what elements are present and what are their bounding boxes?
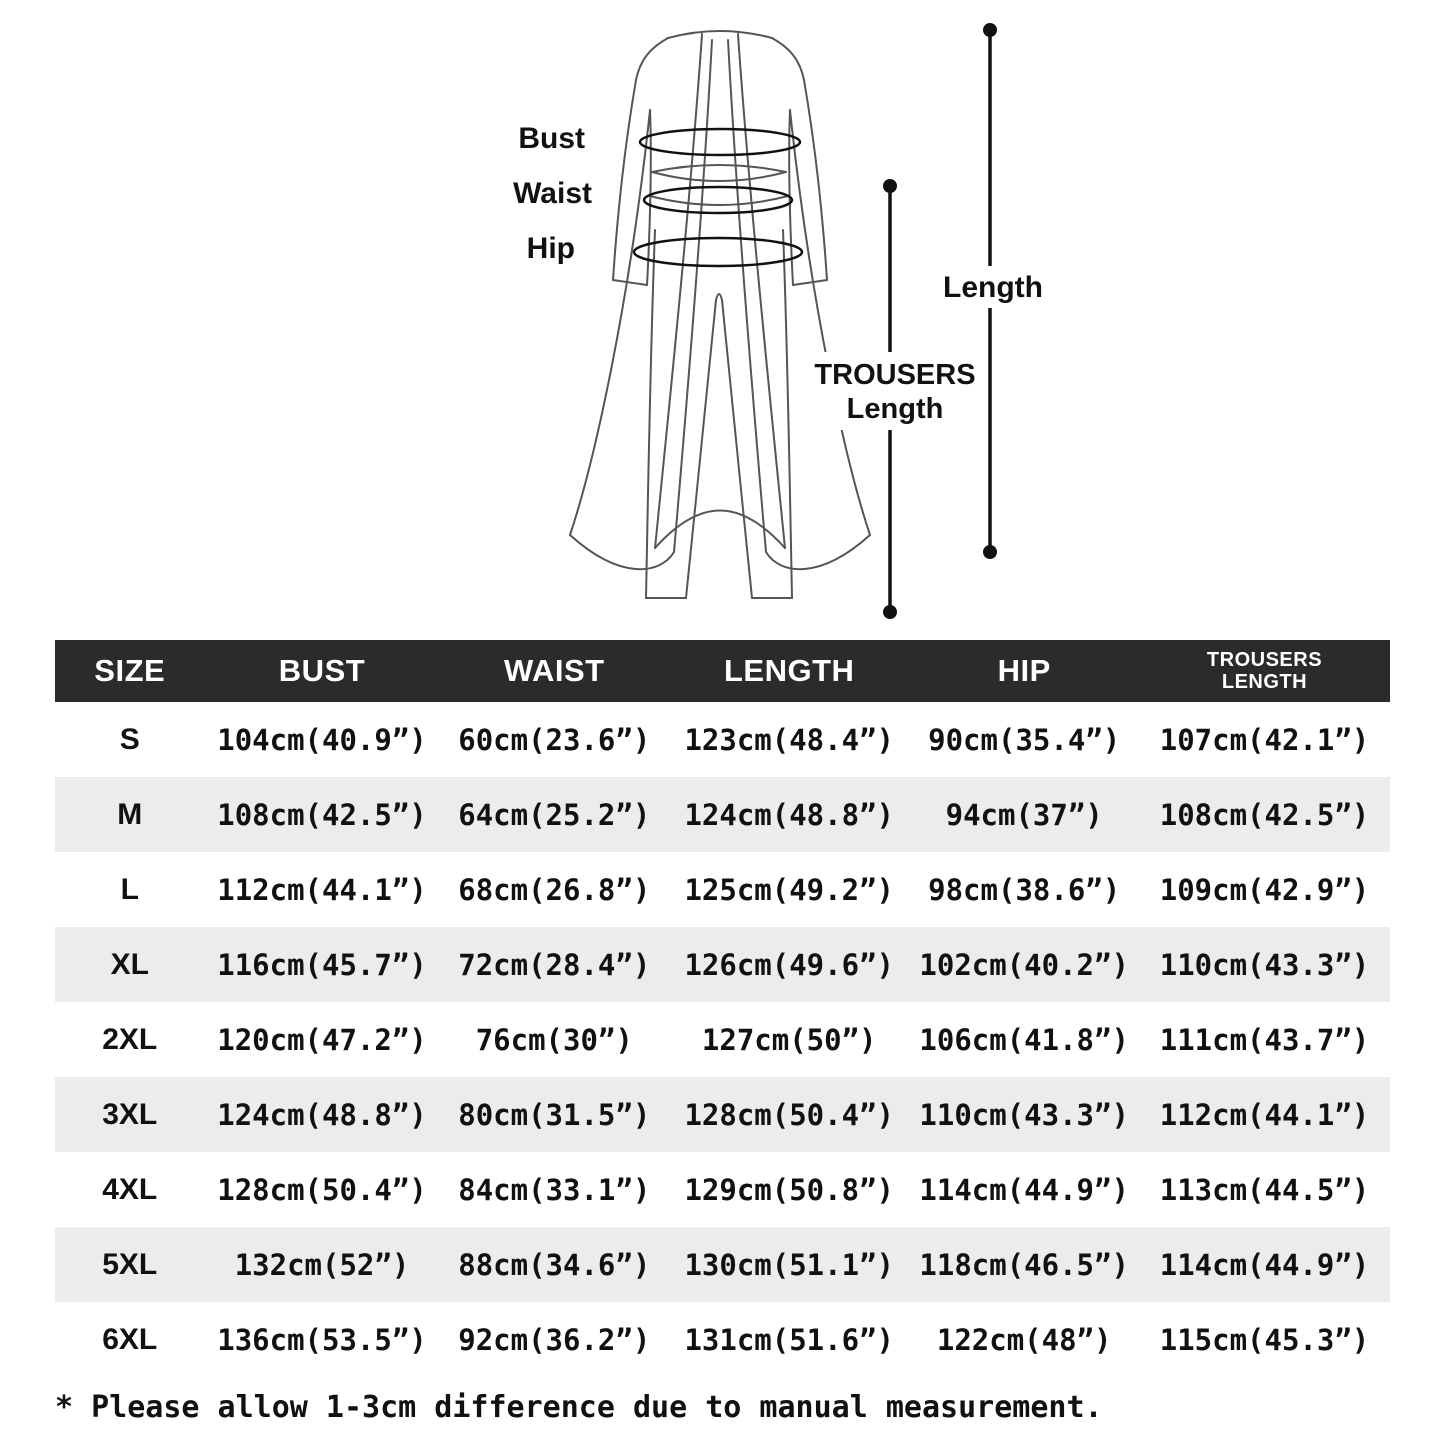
measure-cell: 128cm(50.4”) xyxy=(217,1172,427,1207)
measure-cell: 80cm(31.5”) xyxy=(458,1097,651,1132)
measure-cell: 110cm(43.3”) xyxy=(919,1097,1129,1132)
bust-label: Bust xyxy=(518,122,585,155)
measure-cell: 72cm(28.4”) xyxy=(458,947,651,982)
header-trousers-length: TROUSERS LENGTH xyxy=(1138,640,1390,702)
trousers-length-label-line1: TROUSERS xyxy=(814,359,975,391)
size-cell: 2XL xyxy=(102,1022,158,1056)
measure-cell: 112cm(44.1”) xyxy=(1159,1097,1370,1132)
header-length: LENGTH xyxy=(669,640,910,702)
measure-cell: 111cm(43.7”) xyxy=(1159,1022,1370,1057)
size-cell: 5XL xyxy=(102,1247,158,1281)
table-row: XL 116cm(45.7”) 72cm(28.4”) 126cm(49.6”) 102… xyxy=(55,927,1390,1002)
table-row: M 108cm(42.5”) 64cm(25.2”) 124cm(48.8”) 94cm… xyxy=(55,777,1390,852)
garment-outline-icon xyxy=(569,30,871,599)
size-cell: L xyxy=(120,872,139,906)
measure-cell: 118cm(46.5”) xyxy=(919,1247,1129,1282)
measurement-disclaimer: * Please allow 1-3cm difference due to m… xyxy=(55,1390,1103,1425)
measure-cell: 60cm(23.6”) xyxy=(458,722,651,757)
size-cell: 3XL xyxy=(102,1097,158,1131)
waist-label: Waist xyxy=(513,177,592,210)
measure-cell: 116cm(45.7”) xyxy=(217,947,427,982)
measure-cell: 126cm(49.6”) xyxy=(684,947,894,982)
size-table-body: S 104cm(40.9”) 60cm(23.6”) 123cm(48.4”) 90cm… xyxy=(55,702,1390,1377)
measure-cell: 115cm(45.3”) xyxy=(1159,1322,1370,1357)
waist-ellipse xyxy=(642,185,794,215)
table-row: 6XL 136cm(53.5”) 92cm(36.2”) 131cm(51.6”) 12… xyxy=(55,1302,1390,1377)
measure-cell: 104cm(40.9”) xyxy=(217,722,427,757)
trousers-length-label-line2: Length xyxy=(847,393,944,425)
measure-cell: 114cm(44.9”) xyxy=(919,1172,1129,1207)
measure-cell: 113cm(44.5”) xyxy=(1159,1172,1370,1207)
hip-ellipse xyxy=(632,236,804,268)
header-hip: HIP xyxy=(909,640,1139,702)
measure-cell: 90cm(35.4”) xyxy=(928,722,1121,757)
measure-cell: 106cm(41.8”) xyxy=(919,1022,1129,1057)
size-diagram: Bust Waist Hip Length TROUSERS Length xyxy=(513,23,1048,619)
measure-cell: 110cm(43.3”) xyxy=(1159,947,1370,982)
measure-cell: 88cm(34.6”) xyxy=(458,1247,651,1282)
table-row: 4XL 128cm(50.4”) 84cm(33.1”) 129cm(50.8”) 11… xyxy=(55,1152,1390,1227)
measure-cell: 102cm(40.2”) xyxy=(919,947,1129,982)
length-label: Length xyxy=(943,271,1043,304)
size-cell: S xyxy=(119,722,140,756)
measure-cell: 131cm(51.6”) xyxy=(684,1322,894,1357)
trousers-label-backplate xyxy=(810,352,978,430)
table-header-row: SIZE BUST WAIST LENGTH HIP TROUSERS LENG… xyxy=(55,640,1390,702)
header-trousers-line2: LENGTH xyxy=(1221,671,1308,693)
measure-cell: 112cm(44.1”) xyxy=(217,872,427,907)
measure-cell: 124cm(48.8”) xyxy=(217,1097,427,1132)
measure-cell: 94cm(37”) xyxy=(945,797,1103,832)
measure-cell: 84cm(33.1”) xyxy=(458,1172,651,1207)
measure-cell: 64cm(25.2”) xyxy=(458,797,651,832)
size-cell: XL xyxy=(110,947,149,981)
measure-cell: 76cm(30”) xyxy=(475,1022,633,1057)
measure-cell: 136cm(53.5”) xyxy=(217,1322,427,1357)
measure-cell: 127cm(50”) xyxy=(701,1022,877,1057)
measure-cell: 114cm(44.9”) xyxy=(1159,1247,1370,1282)
table-row: 3XL 124cm(48.8”) 80cm(31.5”) 128cm(50.4”) 11… xyxy=(55,1077,1390,1152)
measure-cell: 132cm(52”) xyxy=(234,1247,410,1282)
measure-cell: 128cm(50.4”) xyxy=(684,1097,894,1132)
header-waist: WAIST xyxy=(439,640,670,702)
measure-cell: 120cm(47.2”) xyxy=(217,1022,427,1057)
measure-cell: 125cm(49.2”) xyxy=(684,872,894,907)
size-table: SIZE BUST WAIST LENGTH HIP TROUSERS LENG… xyxy=(55,640,1390,1377)
measure-cell: 122cm(48”) xyxy=(936,1322,1112,1357)
size-cell: 4XL xyxy=(102,1172,158,1206)
measure-cell: 124cm(48.8”) xyxy=(684,797,894,832)
table-row: L 112cm(44.1”) 68cm(26.8”) 125cm(49.2”) 98cm… xyxy=(55,852,1390,927)
hip-label: Hip xyxy=(527,232,575,265)
measure-ellipses xyxy=(632,127,804,268)
measure-cell: 123cm(48.4”) xyxy=(684,722,894,757)
table-row: 2XL 120cm(47.2”) 76cm(30”) 127cm(50”) 106cm(… xyxy=(55,1002,1390,1077)
table-row: S 104cm(40.9”) 60cm(23.6”) 123cm(48.4”) 90cm… xyxy=(55,702,1390,777)
bust-ellipse xyxy=(638,127,802,157)
size-cell: M xyxy=(117,797,143,831)
measure-cell: 109cm(42.9”) xyxy=(1159,872,1370,907)
measure-cell: 107cm(42.1”) xyxy=(1159,722,1370,757)
length-label-backplate xyxy=(938,266,1048,308)
header-bust: BUST xyxy=(204,640,440,702)
measure-cell: 130cm(51.1”) xyxy=(684,1247,894,1282)
measure-cell: 108cm(42.5”) xyxy=(217,797,427,832)
measure-cell: 98cm(38.6”) xyxy=(928,872,1121,907)
measure-cell: 129cm(50.8”) xyxy=(684,1172,894,1207)
measure-cell: 92cm(36.2”) xyxy=(458,1322,651,1357)
size-cell: 6XL xyxy=(102,1322,158,1356)
table-row: 5XL 132cm(52”) 88cm(34.6”) 130cm(51.1”) 118c… xyxy=(55,1227,1390,1302)
header-size: SIZE xyxy=(55,640,205,702)
measure-cell: 108cm(42.5”) xyxy=(1159,797,1370,832)
measure-cell: 68cm(26.8”) xyxy=(458,872,651,907)
header-trousers-line1: TROUSERS xyxy=(1206,648,1323,671)
size-table-container: SIZE BUST WAIST LENGTH HIP TROUSERS LENG… xyxy=(55,640,1390,1377)
